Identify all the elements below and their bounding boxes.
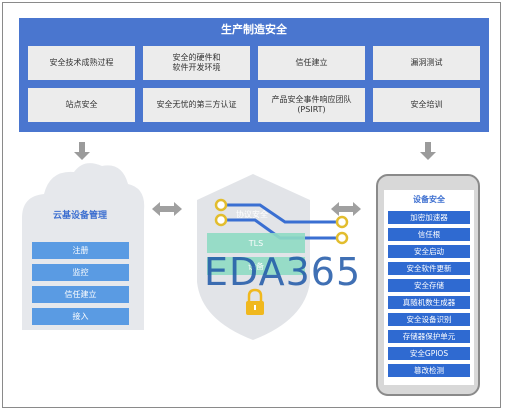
cell-label: 安全无忧的第三方认证 xyxy=(156,100,237,109)
phone-item: 篡改检测 xyxy=(388,364,470,377)
panel-cell: 安全无忧的第三方认证 xyxy=(143,88,250,122)
bidirectional-arrow-icon xyxy=(152,202,182,216)
down-arrow-icon xyxy=(74,142,90,160)
cloud-item: 接入 xyxy=(32,308,129,325)
panel-title: 生产制造安全 xyxy=(221,23,287,36)
cell-label: 产品安全事件响应团队 (PSIRT) xyxy=(271,95,352,114)
protocol-security-label: 协议安全 xyxy=(236,210,268,219)
cell-label: 站点安全 xyxy=(65,100,98,109)
panel-cell: 产品安全事件响应团队 (PSIRT) xyxy=(258,88,365,122)
panel-cell: 信任建立 xyxy=(258,46,365,80)
cell-label: 信任建立 xyxy=(295,58,328,67)
tls-label: TLS xyxy=(248,238,264,248)
phone-item: 真随机数生成器 xyxy=(388,296,470,309)
watermark: EDA365 xyxy=(204,250,362,294)
phone-item: 安全GPIOS xyxy=(388,347,470,360)
phone-item: 存储器保护单元 xyxy=(388,330,470,343)
phone-item: 安全存储 xyxy=(388,279,470,292)
cloud-title: 云基设备管理 xyxy=(52,211,107,221)
cell-label: 安全的硬件和 软件开发环境 xyxy=(172,53,221,72)
phone-item: 安全启动 xyxy=(388,245,470,258)
panel-cell: 安全的硬件和 软件开发环境 xyxy=(143,46,250,80)
device-label: 设备 xyxy=(248,261,264,271)
phone-item: 信任根 xyxy=(388,228,470,241)
panel-cell: 站点安全 xyxy=(28,88,135,122)
phone-item: 安全设备识别 xyxy=(388,313,470,326)
down-arrow-icon xyxy=(420,142,436,160)
cell-label: 安全技术成熟过程 xyxy=(49,58,114,67)
panel-cell: 安全培训 xyxy=(373,88,480,122)
phone-item: 加密加速器 xyxy=(388,211,470,224)
cell-label: 漏洞测试 xyxy=(410,58,443,67)
bidirectional-arrow-icon xyxy=(331,202,361,216)
device-box: 设备 xyxy=(207,257,305,275)
cloud-item: 注册 xyxy=(32,242,129,259)
manufacturing-security-panel: 生产制造安全 安全技术成熟过程 安全的硬件和 软件开发环境 信任建立 漏洞测试 … xyxy=(19,18,489,132)
tls-box: TLS xyxy=(207,233,305,253)
phone-item: 安全软件更新 xyxy=(388,262,470,275)
cell-label: 安全培训 xyxy=(410,100,443,109)
panel-cell: 安全技术成熟过程 xyxy=(28,46,135,80)
panel-cell: 漏洞测试 xyxy=(373,46,480,80)
cloud-item: 监控 xyxy=(32,264,129,281)
phone-title: 设备安全 xyxy=(413,195,445,204)
cloud-item: 信任建立 xyxy=(32,286,129,303)
